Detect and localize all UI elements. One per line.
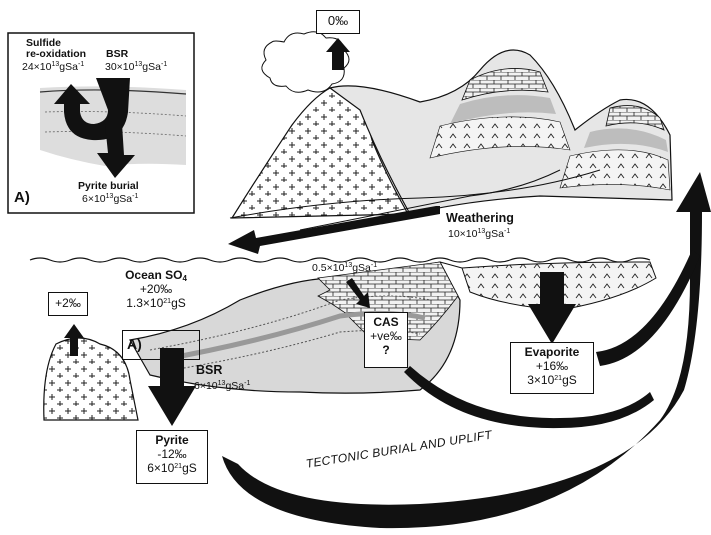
- bsr-arrow: [148, 348, 196, 426]
- inset-sulfide-flux: 24×1013gSa-1: [22, 61, 85, 73]
- evaporite-basin-floor: [439, 261, 463, 269]
- ocean-mass-exp: 21: [163, 297, 172, 305]
- mountain-strata-brick: [461, 68, 549, 101]
- cas-flux-exp: 13: [344, 262, 353, 269]
- ocean-delta: +20‰: [139, 281, 173, 296]
- inset-panel-label: A): [14, 189, 30, 206]
- volcano-gas-arrow: [326, 38, 350, 70]
- cas-box: CAS +ve‰ ?: [364, 312, 408, 368]
- pyrite-box: Pyrite -12‰ 6×1021gS: [136, 430, 208, 484]
- inset-pyrite-burial-flux: 6×1013gSa-1: [82, 193, 139, 205]
- tectonic-arrow: [222, 172, 711, 529]
- mountain-strata-grey: [584, 128, 668, 152]
- bsr-flux-unit-exp: -1: [244, 380, 251, 387]
- pyrite-title: Pyrite: [155, 433, 189, 447]
- inset-layer-line: [44, 111, 187, 117]
- evaporite-mass-base: 3×10: [527, 372, 555, 387]
- inset-bsr-flux: 30×1013gSa-1: [105, 61, 168, 73]
- pyrite-delta: -12‰: [157, 446, 187, 461]
- inset-pyrite-burial-exp: 13: [105, 193, 114, 200]
- cas-title: CAS: [373, 315, 399, 329]
- inset-sulfide-flux-base: 24×10: [22, 61, 52, 73]
- cas-flux-label: 0.5×1013gSa-1: [312, 262, 378, 274]
- inset-sulfide-line1: Sulfide: [26, 37, 62, 49]
- cas-query: ?: [382, 342, 390, 357]
- evaporite-box: Evaporite +16‰ 3×1021gS: [510, 342, 594, 394]
- evaporite-title: Evaporite: [524, 345, 580, 359]
- weathering-arrow: [228, 206, 440, 254]
- inset-sulfide-line2: re-oxidation: [26, 48, 87, 61]
- mountain-strata-brick: [605, 105, 665, 131]
- weathering-flux-unit-exp: -1: [503, 228, 511, 235]
- inset-pyrite-burial-unit: gSa: [113, 193, 133, 205]
- weathering-title: Weathering: [446, 211, 514, 225]
- cas-return-arrow: [404, 366, 654, 429]
- inset-layer-line: [44, 131, 187, 137]
- ocean-title-sub: 4: [182, 274, 187, 283]
- pyrite-mass-exp: 21: [174, 462, 183, 470]
- inset-pyrite-burial-title: Pyrite burial: [78, 180, 139, 192]
- island-value-box: +2‰: [48, 292, 88, 316]
- inset-pyrite-burial-arrow: [97, 124, 135, 178]
- inset-pyrite-burial-unit-exp: -1: [132, 193, 139, 200]
- inset-sulfide-flux-unit: gSa: [59, 61, 78, 73]
- evaporite-mass-exp: 21: [554, 374, 563, 382]
- evaporite-tectonic-link: [596, 250, 700, 366]
- ocean-so4-box: Ocean SO4 +20‰ 1.3×1021gS: [110, 266, 202, 326]
- inset-bsr-flux-unit-exp: -1: [160, 61, 168, 68]
- inset-bsr-title: BSR: [106, 48, 129, 60]
- inset-location-marker: A): [122, 330, 200, 360]
- ocean-mass-unit: gS: [171, 295, 186, 310]
- inset-pyrite-burial-base: 6×10: [82, 193, 106, 205]
- pyrite-mass: 6×1021gS: [137, 460, 207, 476]
- mountain-strata-grey: [450, 95, 556, 124]
- cas-flux-unit: gSa: [352, 262, 371, 274]
- uplifted-mountains: [229, 49, 673, 231]
- ocean-mass: 1.3×1021gS: [110, 295, 202, 311]
- cas-flux-base: 0.5×10: [312, 262, 345, 274]
- weathering-flux-unit: gSa: [485, 228, 504, 240]
- cas-flux-unit-exp: -1: [370, 262, 378, 269]
- evaporite-mass-unit: gS: [562, 372, 577, 387]
- bsr-flux-exp: 13: [217, 380, 226, 387]
- mountain-strata-caret: [429, 116, 571, 159]
- volcano-cloud: [261, 31, 350, 93]
- ocean-title: Ocean SO4: [110, 268, 202, 283]
- evaporite-mass: 3×1021gS: [511, 372, 593, 388]
- cas-flux-arrow: [346, 278, 370, 308]
- fault-line: [229, 169, 601, 219]
- pyrite-mass-unit: gS: [182, 460, 197, 475]
- bsr-flux-unit: gSa: [225, 380, 245, 392]
- inset-sulfide-flux-exp: 13: [51, 61, 60, 68]
- pyrite-mass-base: 6×10: [147, 460, 175, 475]
- fault-line: [299, 169, 561, 231]
- inset-panel: [7, 32, 195, 214]
- weathering-flux-base: 10×10: [448, 228, 478, 240]
- inset-bsr-flux-base: 30×10: [105, 61, 135, 73]
- weathering-flux-exp: 13: [477, 228, 486, 235]
- volcano-value-box: 0‰: [316, 10, 360, 34]
- bsr-flux-base: 6×10: [194, 380, 218, 392]
- ocean-title-text: Ocean SO: [125, 268, 183, 282]
- bsr-title: BSR: [196, 363, 223, 377]
- sea-surface: [29, 257, 651, 263]
- evaporite-delta: +16‰: [535, 358, 569, 373]
- weathering-flux: 10×1013gSa-1: [448, 228, 511, 240]
- ocean-mass-base: 1.3×10: [126, 295, 164, 310]
- inset-sulfide-title: Sulfide re-oxidation: [26, 37, 87, 61]
- inset-sulfide-flux-unit-exp: -1: [77, 61, 85, 68]
- evaporite-arrow: [528, 272, 576, 344]
- island-arrow: [64, 324, 84, 356]
- granite-island: [43, 337, 139, 421]
- mountain-strata-caret: [559, 149, 671, 191]
- inset-bsr-flux-unit: gSa: [142, 61, 161, 73]
- cas-value: +ve‰: [370, 328, 402, 343]
- bsr-flux: 6×1013gSa-1: [194, 380, 251, 392]
- inset-bsr-flux-exp: 13: [134, 61, 143, 68]
